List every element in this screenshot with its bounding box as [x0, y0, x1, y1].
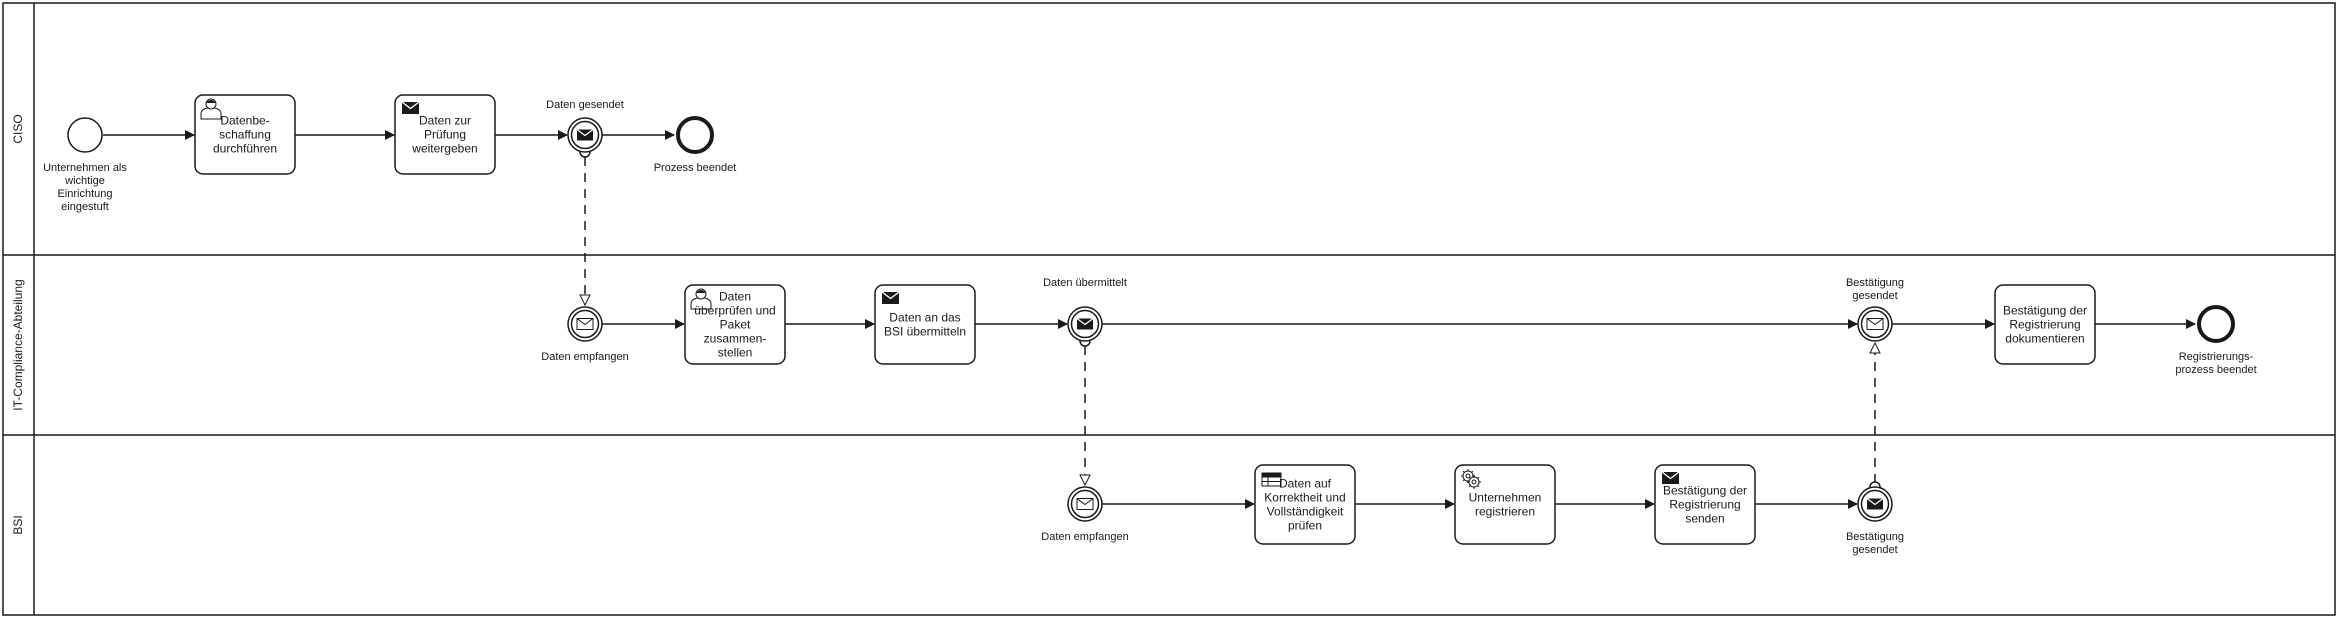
sequence-flows [103, 130, 2196, 509]
user-task-icon [690, 288, 712, 310]
event-label-ciso-sent: Daten gesendet [546, 99, 624, 111]
end-event-it[interactable] [2197, 305, 2235, 343]
catch-event-bestaetigung-it[interactable] [1857, 306, 1893, 342]
lane-label-bsi: BSI [11, 515, 25, 534]
throw-event-bestaetigung-bsi[interactable] [1857, 486, 1893, 522]
catch-event-daten-empfangen-bsi[interactable] [1067, 486, 1103, 522]
user-task-icon [200, 98, 222, 120]
end-event-ciso[interactable] [676, 116, 714, 154]
event-label-ciso-end: Prozess beendet [654, 162, 737, 174]
envelope-icon [1866, 318, 1884, 330]
envelope-icon [1076, 498, 1094, 510]
task-box [394, 94, 496, 175]
send-message-icon [881, 291, 900, 304]
filled-envelope-icon [1076, 318, 1094, 330]
service-task-gear-icon [1461, 469, 1481, 489]
lane-label-it-compliance: IT-Compliance-Abteilung [11, 279, 25, 410]
task-box [1454, 464, 1556, 545]
task-box [1994, 284, 2096, 365]
send-message-icon [1661, 471, 1680, 484]
filled-envelope-icon [1866, 498, 1884, 510]
business-rule-icon [1261, 472, 1282, 487]
event-label-it-end: Registrierungs-prozess beendet [2175, 351, 2256, 376]
envelope-icon [576, 318, 594, 330]
event-label-it-sent: Daten übermittelt [1043, 277, 1127, 289]
event-label-bsi-recv: Daten empfangen [1041, 531, 1128, 543]
throw-event-daten-uebermittelt[interactable] [1067, 306, 1103, 342]
filled-envelope-icon [576, 129, 594, 141]
catch-event-daten-empfangen-it[interactable] [567, 306, 603, 342]
message-flows [585, 157, 1875, 485]
start-event-ciso[interactable] [67, 117, 103, 153]
event-label-it-recv: Daten empfangen [541, 351, 628, 363]
intermediate-events [567, 117, 1893, 522]
task-box [1654, 464, 1756, 545]
send-message-icon [401, 101, 420, 114]
throw-event-daten-gesendet[interactable] [567, 117, 603, 153]
task-box [874, 284, 976, 365]
lane-label-ciso: CISO [11, 114, 25, 143]
